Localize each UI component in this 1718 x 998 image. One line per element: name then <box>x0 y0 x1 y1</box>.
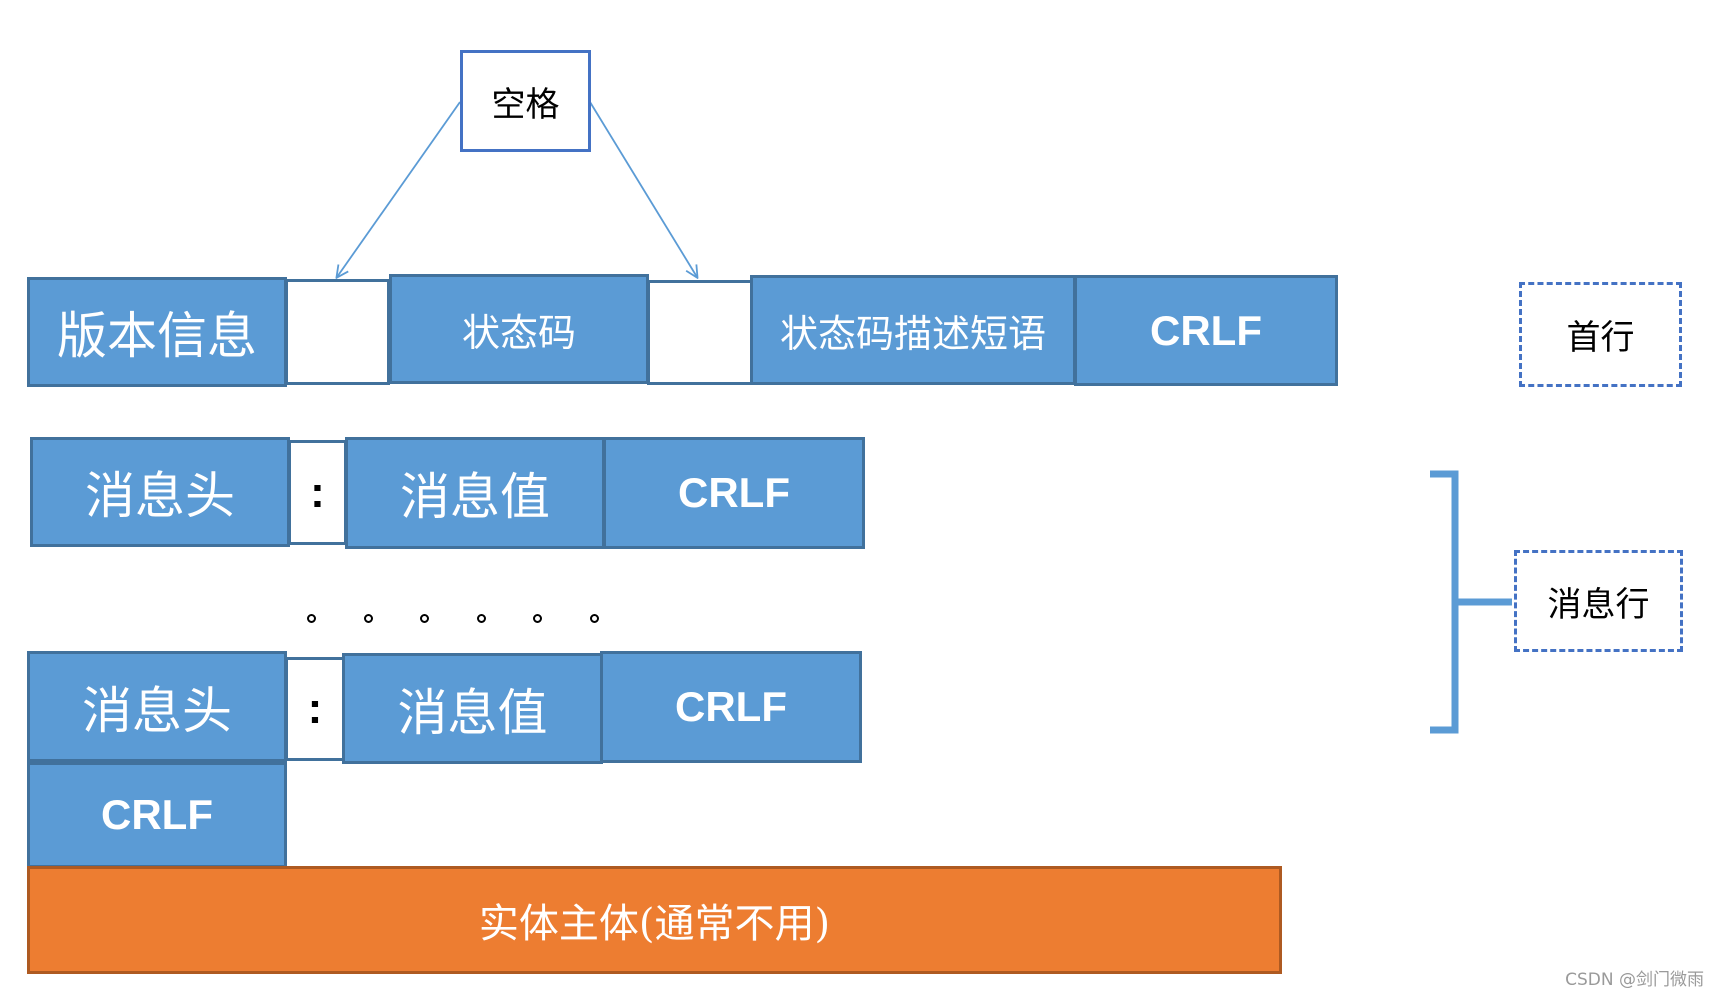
version-info-block: 版本信息 <box>27 277 287 387</box>
crlf-label-blank-line: CRLF <box>101 791 213 838</box>
message-value-block-2: 消息值 <box>342 653 603 764</box>
message-lines-brace <box>1430 470 1512 734</box>
colon-label-1: : <box>310 467 325 517</box>
space-block-1 <box>285 279 390 385</box>
crlf-block-status-line: CRLF <box>1074 275 1338 386</box>
ellipsis-dot-4 <box>477 614 486 623</box>
version-info-label: 版本信息 <box>57 307 257 365</box>
space-label: 空格 <box>491 84 560 125</box>
arrow-to-first-space <box>337 101 461 277</box>
entity-body-block: 实体主体(通常不用) <box>27 866 1282 974</box>
watermark-text: CSDN @剑门微雨 <box>1565 970 1704 990</box>
arrow-to-second-space <box>589 101 697 277</box>
crlf-label-header-1: CRLF <box>678 469 790 516</box>
ellipsis-dot-2 <box>364 614 373 623</box>
message-value-label-1: 消息值 <box>400 468 550 526</box>
status-code-block: 状态码 <box>389 274 649 384</box>
colon-label-2: : <box>307 684 323 733</box>
colon-block-2: : <box>285 657 345 761</box>
first-line-label-box: 首行 <box>1519 282 1682 387</box>
colon-block-1: : <box>288 440 347 545</box>
space-block-2 <box>647 280 753 385</box>
crlf-block-header-2: CRLF <box>600 651 862 763</box>
status-phrase-label: 状态码描述短语 <box>779 311 1046 356</box>
message-value-label-2: 消息值 <box>397 683 548 742</box>
crlf-block-blank-line: CRLF <box>27 762 287 868</box>
crlf-label-header-2: CRLF <box>675 683 787 730</box>
message-head-label-1: 消息头 <box>85 467 235 525</box>
status-code-label: 状态码 <box>461 310 576 355</box>
message-head-block-2: 消息头 <box>27 651 287 762</box>
message-value-block-1: 消息值 <box>345 437 605 549</box>
ellipsis-dot-6 <box>590 614 599 623</box>
ellipsis-dot-1 <box>307 614 316 623</box>
message-lines-label-box: 消息行 <box>1514 550 1683 652</box>
message-head-label-2: 消息头 <box>82 681 232 740</box>
first-line-label: 首行 <box>1566 318 1635 358</box>
crlf-label-status-line: CRLF <box>1150 306 1262 354</box>
ellipsis-dot-3 <box>420 614 429 623</box>
space-label-box: 空格 <box>460 50 591 152</box>
status-phrase-block: 状态码描述短语 <box>750 275 1076 385</box>
entity-body-label: 实体主体(通常不用) <box>478 901 831 947</box>
ellipsis-dot-5 <box>533 614 542 623</box>
message-head-block-1: 消息头 <box>30 437 290 547</box>
message-lines-label: 消息行 <box>1547 584 1650 625</box>
crlf-block-header-1: CRLF <box>603 437 865 549</box>
